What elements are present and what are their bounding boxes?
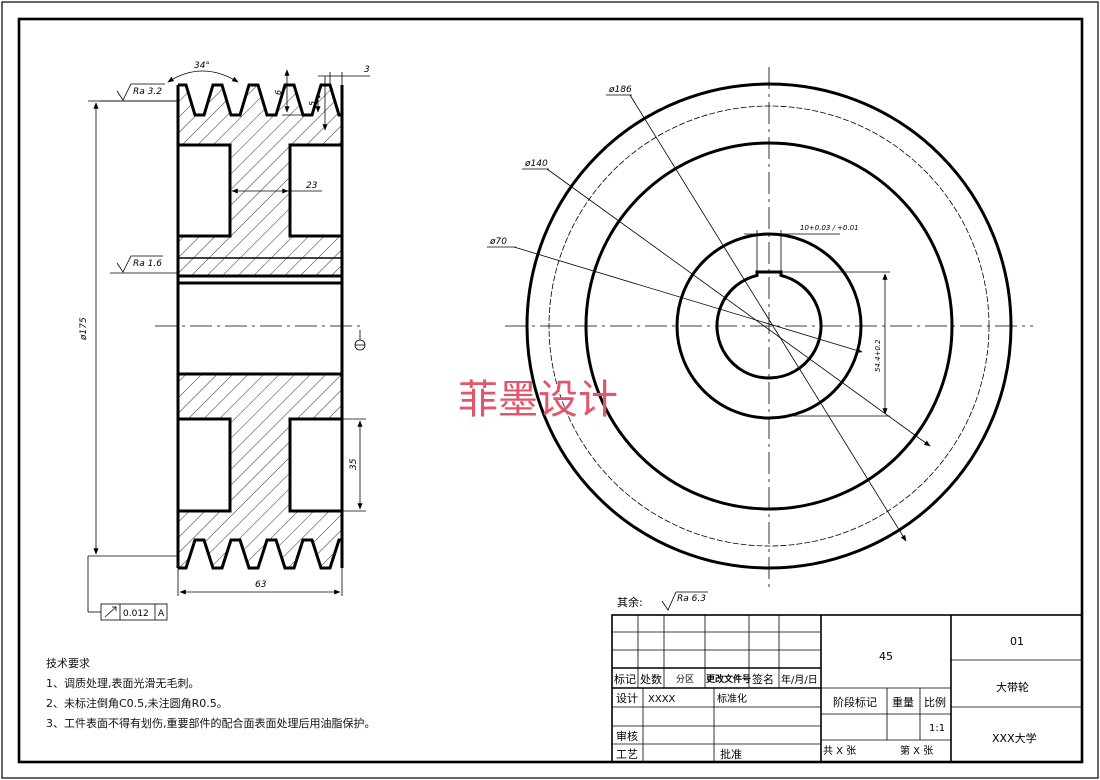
side-section-view: ø175 63 35 23 34° 6 5 3 Ra 3.2 [79,61,370,621]
dim-35-text: 35 [349,458,359,470]
tb-stage-mark: 阶段标记 [833,695,877,709]
top-section-hatch [178,85,342,276]
recess-bottom-right [288,417,344,513]
tech-req-item-2: 2、未标注倒角C0.5,未注圆角R0.5。 [46,697,228,710]
tb-material: 45 [879,650,893,663]
angle-arc [167,70,239,83]
kd-dim-text: 54.4+0.2 [874,339,882,372]
runout-datum: A [158,609,165,619]
tb-drawing-no: 01 [1010,635,1024,648]
tb-change-doc: 更改文件号 [706,673,751,685]
top-groove-profile [178,83,342,117]
runout-arrow-icon [104,606,117,618]
ra32-symbol [116,83,165,101]
tb-weight: 重量 [892,695,914,709]
rest-roughness-label: 其余: [617,595,643,609]
d186-text: ø186 [608,85,632,95]
ra32-text: Ra 3.2 [133,87,162,97]
tb-design: 设计 [616,692,638,705]
tb-review: 审核 [616,729,638,743]
tb-zone: 分区 [676,674,694,685]
runout-value: 0.012 [123,609,149,619]
tb-scale-label: 比例 [924,695,946,709]
tb-mark: 标记 [614,672,636,686]
tb-total-sheets: 共 X 张 [823,745,856,757]
tb-scale: 1:1 [929,723,945,734]
d70-leader [513,246,863,353]
recess-bottom-left [176,417,232,513]
angle-text: 34° [194,61,210,71]
title-block: 标记 处数 分区 更改文件号 签名 年/月/日 设计 XXXX 标准化 审核 工… [611,614,1083,763]
front-view: ø186 ø140 ø70 10+0.03 / +0.01 54.4+0.2 其… [487,67,1033,611]
tb-date: 年/月/日 [781,673,818,686]
tb-approve: 批准 [720,747,742,761]
tb-company: XXX大学 [992,731,1037,745]
bore-with-keyway [715,270,823,380]
rest-roughness-symbol [661,591,708,611]
tb-count: 处数 [640,673,662,686]
tech-req-item-1: 1、调质处理,表面光滑无毛刺。 [46,677,200,690]
watermark: 菲墨设计 [458,377,618,423]
ra16-symbol [116,255,163,273]
rest-roughness-text: Ra 6.3 [677,594,706,604]
drawing-border [17,17,1084,764]
ra16-text: Ra 1.6 [133,259,162,269]
dim-5-text: 5 [308,101,317,106]
recess-top-left [176,143,232,238]
d70-text: ø70 [489,237,507,247]
tb-designer: XXXX [648,694,676,705]
dim-diameter-text: ø175 [79,317,89,341]
technical-requirements: 技术要求 1、调质处理,表面光滑无毛刺。 2、未标注倒角C0.5,未注圆角R0.… [46,654,376,734]
tech-req-title: 技术要求 [46,657,90,670]
dim-23-text: 23 [306,181,318,191]
tb-part-name: 大带轮 [996,680,1029,694]
d186-leader [629,94,907,542]
tb-process: 工艺 [616,748,638,761]
bottom-groove-profile [178,538,342,570]
bottom-section-hatch [178,374,342,568]
d140-text: ø140 [524,159,548,169]
tb-signature: 签名 [752,672,774,686]
kw-dim-text: 10+0.03 / +0.01 [800,224,859,232]
tb-standardize: 标准化 [717,692,747,705]
dim-depth-text: 6 [274,90,283,95]
d140-leader [546,168,931,447]
dim-3-text: 3 [364,65,370,75]
dim-width-text: 63 [255,580,267,590]
tb-sheet-no: 第 X 张 [900,744,933,757]
tech-req-item-3: 3、工件表面不得有划伤,重要部件的配合面表面处理后用油脂保护。 [46,717,376,730]
recess-top-right [288,143,344,238]
runout-frame [100,603,168,621]
